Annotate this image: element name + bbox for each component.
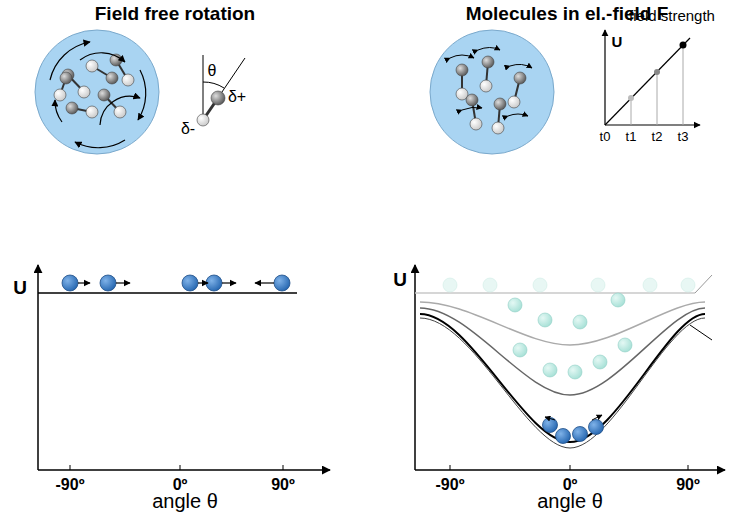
charge-label: δ+ — [228, 88, 246, 106]
time-label: t3 — [678, 130, 689, 144]
inset-title: field strength — [629, 8, 715, 25]
tick-label: 90º — [676, 476, 700, 494]
charge-label: δ- — [181, 120, 195, 138]
panel-heading: Field free rotation — [95, 4, 255, 25]
axis-label: U — [13, 278, 27, 299]
tick-label: 90º — [271, 476, 295, 494]
time-label: t2 — [652, 130, 663, 144]
axis-title: angle θ — [152, 490, 218, 512]
time-label: t0 — [600, 130, 611, 144]
tick-label: -90º — [56, 476, 85, 494]
tick-label: -90º — [436, 476, 465, 494]
angle-symbol: θ — [208, 62, 217, 80]
axis-label: U — [612, 34, 623, 51]
axis-title: angle θ — [537, 490, 603, 512]
time-label: t1 — [626, 130, 637, 144]
axis-label: U — [393, 270, 407, 291]
